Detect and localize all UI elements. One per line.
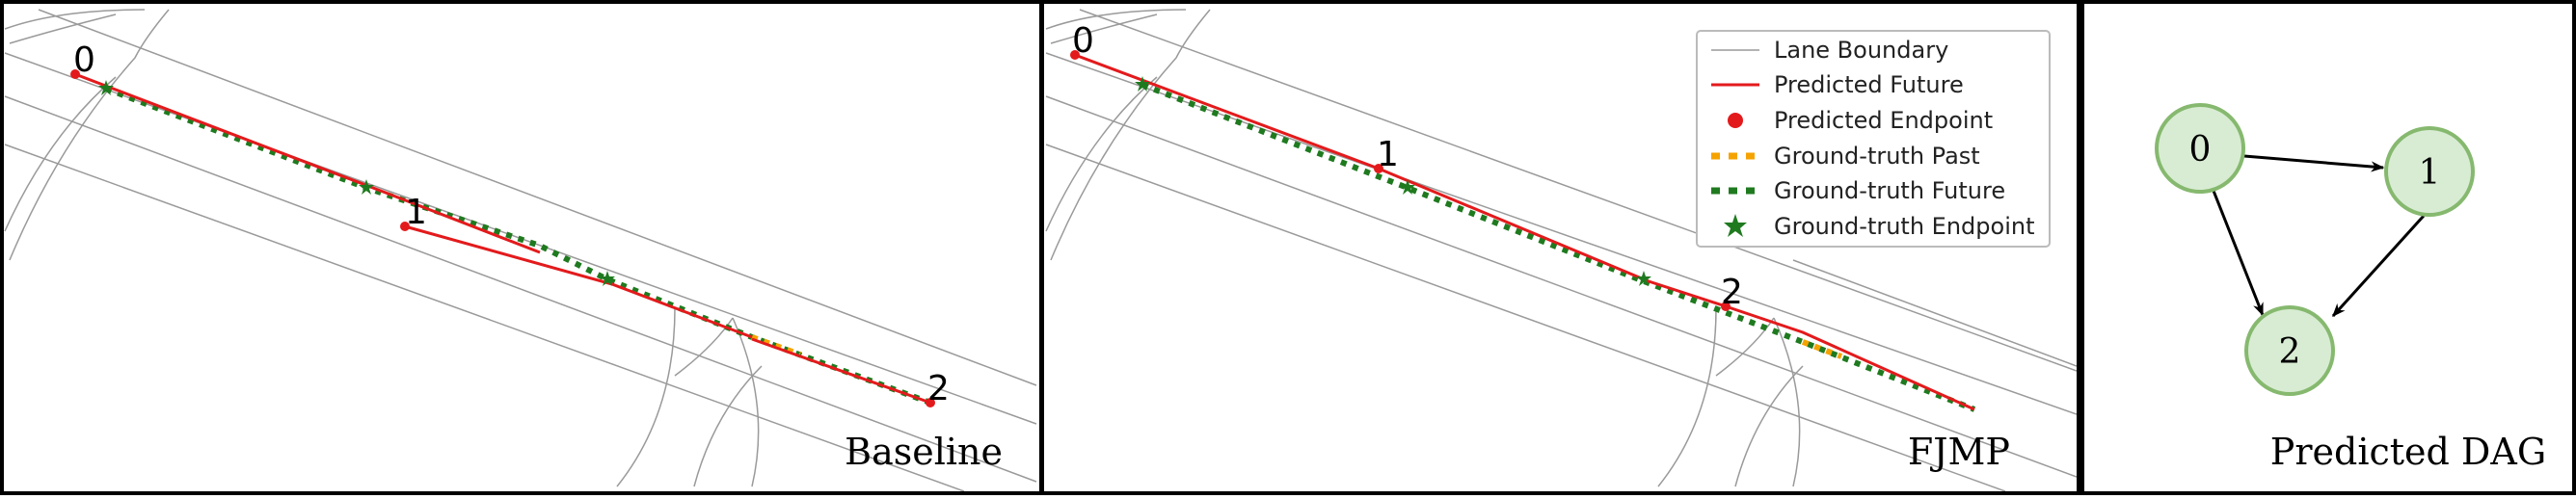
baseline-panel-frame (0, 0, 1043, 495)
legend-item-label: Ground-truth Endpoint (1774, 213, 2035, 240)
predicted-endpoint (1721, 302, 1731, 311)
legend-item-label: Predicted Future (1774, 71, 1964, 98)
legend-item-label: Lane Boundary (1774, 37, 1948, 64)
lane-boundary (1045, 95, 2077, 478)
lane-boundary (693, 365, 763, 487)
dag-node-label: 2 (2279, 332, 2301, 372)
lane-boundary (1773, 317, 1801, 487)
ground-truth-endpoint-star (1636, 271, 1651, 286)
ground-truth-future (104, 86, 932, 406)
lane-boundary (1079, 9, 2077, 372)
predicted-endpoint (1070, 50, 1080, 60)
ground-truth-endpoint-star (1400, 179, 1415, 195)
agent-id-label: 0 (1072, 21, 1094, 61)
fjmp-panel: 0 1 2 FJMP Lane Boundary Predicted Futur… (1045, 9, 2077, 491)
agent-id-label: 2 (1721, 273, 1743, 312)
legend-item-label: Predicted Endpoint (1774, 107, 1993, 134)
legend-item-label: Ground-truth Past (1774, 143, 1980, 170)
lane-boundary (1045, 76, 1158, 232)
ground-truth-endpoint-star (98, 80, 114, 95)
dag-node-0 (2155, 103, 2245, 194)
lane-boundary (4, 76, 117, 232)
predicted-endpoint (400, 222, 410, 231)
ground-truth-endpoint-star (600, 271, 615, 286)
predicted-future (1725, 304, 1975, 411)
agent-id-label: 1 (1377, 135, 1399, 174)
ground-truth-endpoint-star (1135, 76, 1150, 92)
lane-boundary (38, 9, 1037, 386)
fjmp-panel-frame (1040, 0, 2080, 495)
lane-boundary (1734, 365, 1804, 487)
dag-edge-0-to-2 (2210, 185, 2265, 317)
legend-swatch-ground-truth-endpoint (1724, 214, 1747, 237)
lane-boundary (4, 9, 146, 30)
lane-boundary (616, 307, 676, 487)
predicted-future (1074, 53, 1727, 308)
legend: Lane Boundary Predicted Future Predicted… (1696, 30, 2051, 248)
dag-panel: 0 1 2 Predicted DAG (2155, 103, 2546, 473)
lane-boundary (4, 144, 965, 491)
dag-edge-1-to-2 (2331, 214, 2426, 318)
dag-node-2 (2244, 305, 2335, 396)
dag-node-label: 0 (2189, 130, 2212, 170)
lane-boundary (1715, 317, 1775, 377)
lane-boundary (4, 95, 1037, 483)
agent-id-label: 1 (405, 193, 427, 232)
predicted-endpoint (1374, 164, 1383, 173)
lane-boundary (674, 317, 734, 377)
dag-panel-frame (2080, 0, 2576, 495)
predicted-endpoint (926, 398, 935, 407)
lane-boundary (1792, 259, 2077, 367)
dag-edge-0-to-1 (2243, 154, 2385, 172)
predicted-endpoint (70, 69, 80, 79)
lane-boundary (1045, 144, 2006, 491)
predicted-future (751, 337, 931, 405)
dag-node-1 (2384, 126, 2475, 217)
predicted-future (74, 72, 541, 254)
dag-panel-title: Predicted DAG (2270, 431, 2546, 473)
lane-boundary (1045, 9, 1187, 30)
baseline-panel: 0 1 2 Baseline (4, 9, 1037, 491)
ground-truth-past (750, 334, 802, 357)
lane-boundary (732, 317, 760, 487)
lane-boundary (1657, 307, 1717, 487)
ground-truth-endpoint-star (359, 179, 374, 195)
legend-item-label: Ground-truth Future (1774, 177, 2005, 204)
agent-id-label: 0 (73, 40, 95, 80)
lane-boundary (1050, 13, 1158, 44)
predicted-future (404, 224, 753, 339)
baseline-lane-boundaries (4, 9, 1037, 491)
lane-boundary (9, 13, 117, 44)
baseline-panel-title: Baseline (845, 431, 1003, 473)
fjmp-panel-title: FJMP (1908, 431, 2010, 473)
legend-box (1696, 30, 2051, 248)
legend-swatch-predicted-endpoint (1728, 113, 1743, 128)
agent-id-label: 2 (927, 369, 950, 408)
ground-truth-future (1140, 82, 1976, 412)
dag-node-label: 1 (2419, 153, 2441, 193)
lane-boundary (1050, 9, 1211, 261)
